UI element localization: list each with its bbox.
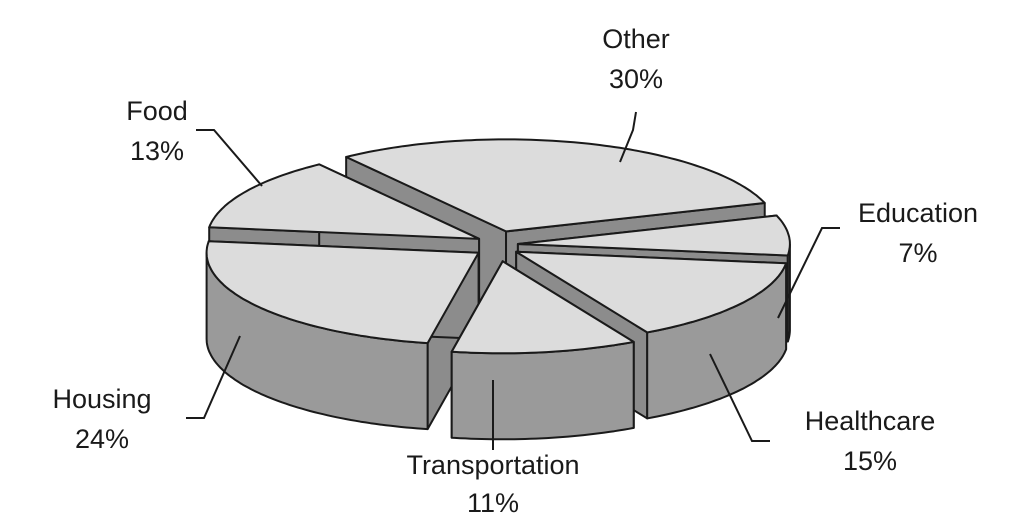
slice-label-food-value: 13% [130,136,184,166]
slice-label-food: Food 13% [126,96,188,166]
slice-housing [205,240,480,431]
slice-label-housing-value: 24% [75,424,129,454]
slice-top-other [345,138,766,233]
slice-label-other-name: Other [602,24,670,54]
slice-label-food-name: Food [126,96,188,126]
leader-line-education [777,227,840,319]
slice-label-housing: Housing 24% [52,384,151,454]
slice-label-housing-name: Housing [52,384,151,414]
leader-line-other [619,111,637,163]
leader-line-healthcare [709,353,770,442]
leader-line-housing [186,335,241,419]
slice-label-education: Education 7% [858,198,978,268]
slice-top-housing [205,240,480,345]
slice-label-other-value: 30% [609,64,663,94]
slice-top-food [208,163,481,240]
slice-label-other: Other 30% [602,24,670,94]
slice-top-transportation [450,260,635,355]
slice-label-transportation-name: Transportation [406,450,579,480]
slice-top-healthcare [515,250,788,334]
slice-label-healthcare-value: 15% [843,446,897,476]
slice-label-healthcare-name: Healthcare [805,406,936,436]
slice-outer-side-transportation [450,340,635,441]
leader-line-food [196,129,263,187]
slice-label-education-value: 7% [898,238,937,268]
slice-top-education [516,214,791,257]
leader-lines [186,111,840,450]
slice-transportation [450,260,635,441]
slice-label-transportation-value: 11% [467,488,519,518]
slice-label-healthcare: Healthcare 15% [805,406,936,476]
slice-label-transportation: Transportation 11% [406,450,579,518]
slice-sides-layer [205,138,791,441]
slice-label-education-name: Education [858,198,978,228]
